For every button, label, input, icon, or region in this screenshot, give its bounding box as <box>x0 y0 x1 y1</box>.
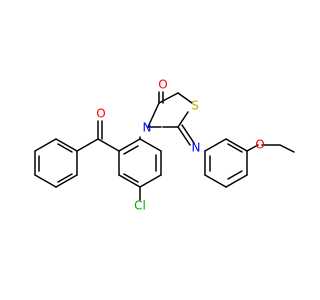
bond <box>139 138 162 152</box>
molecule-canvas: O O N N S Cl O <box>34 77 295 213</box>
bond <box>123 173 139 183</box>
atom-label-nitrogen: N <box>143 121 152 135</box>
bond <box>57 143 73 153</box>
bond <box>55 138 78 152</box>
bond <box>177 92 193 104</box>
bond <box>139 174 162 188</box>
atom-label-oxygen: O <box>255 138 264 152</box>
bond <box>227 143 243 153</box>
atom-label-chlorine: Cl <box>134 199 146 213</box>
bond <box>204 138 227 152</box>
bond <box>177 111 189 128</box>
bond <box>225 138 248 152</box>
bond <box>225 174 248 188</box>
atom-label-nitrogen: N <box>192 141 201 155</box>
bond <box>204 174 227 188</box>
structure-diagram: O O N N S Cl O <box>34 78 295 213</box>
bond <box>57 173 73 183</box>
bond <box>123 145 139 155</box>
bond <box>34 138 57 152</box>
bond <box>76 138 99 152</box>
bond <box>147 102 160 128</box>
bond <box>177 126 191 146</box>
bond <box>118 138 141 152</box>
atom-label-oxygen: O <box>158 78 167 92</box>
bond <box>279 144 295 153</box>
bond <box>55 174 78 188</box>
bond <box>181 124 195 144</box>
atom-label-sulfur: S <box>191 99 199 113</box>
bond <box>158 92 179 104</box>
bond <box>97 138 120 152</box>
bond <box>227 170 243 180</box>
atom-label-oxygen: O <box>96 107 105 121</box>
bond <box>34 174 57 188</box>
bond <box>118 174 141 188</box>
bond <box>246 144 259 152</box>
